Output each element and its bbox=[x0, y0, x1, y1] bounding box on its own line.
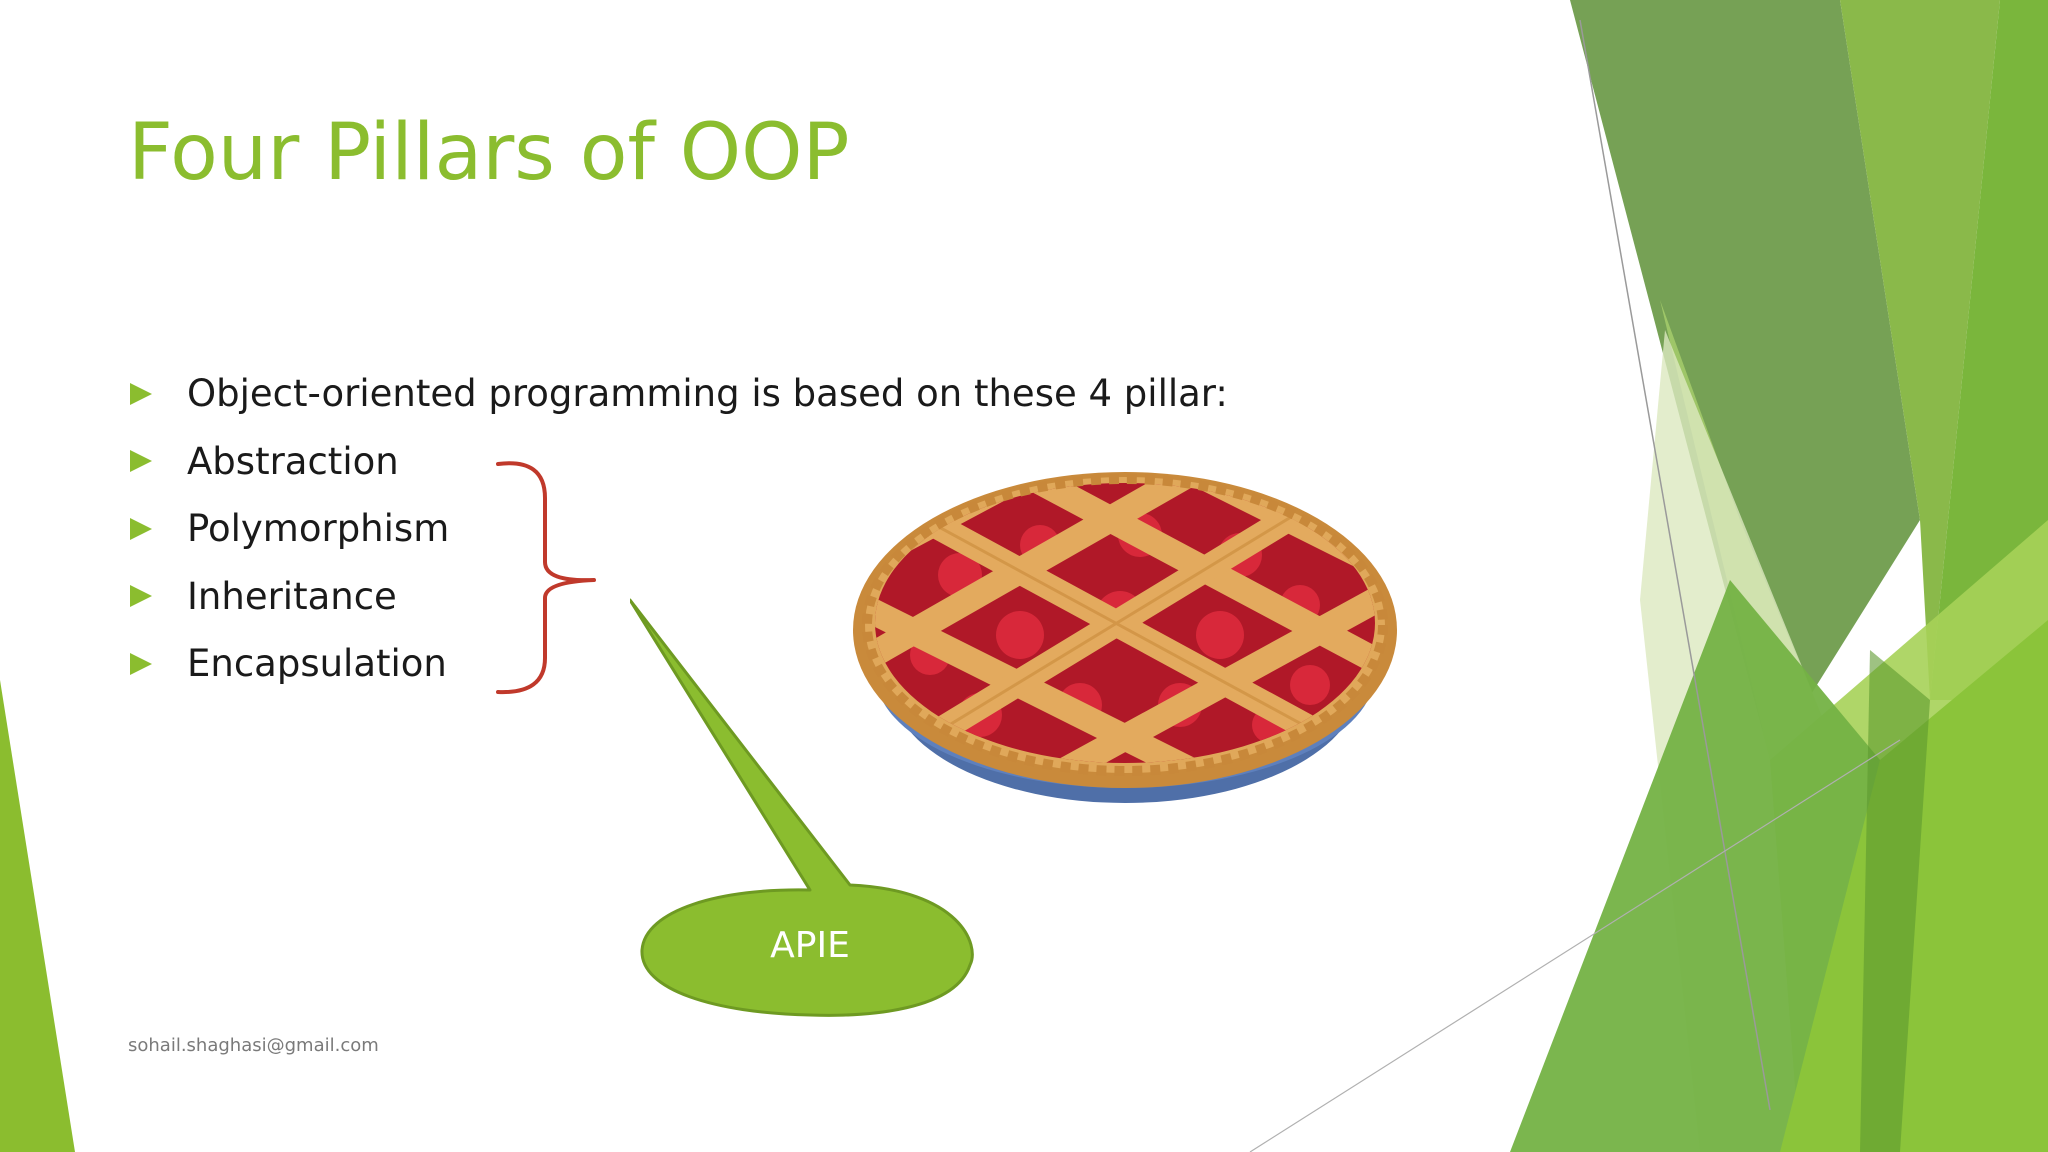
right-curly-brace-icon bbox=[496, 461, 596, 695]
footer-email: sohail.shaghasi@gmail.com bbox=[128, 1035, 379, 1056]
bullet-list: Object-oriented programming is based on … bbox=[130, 360, 1228, 698]
bullet-text: Abstraction bbox=[187, 439, 399, 483]
bullet-item-abstraction: Abstraction bbox=[130, 428, 1228, 496]
bullet-text: Encapsulation bbox=[187, 642, 447, 686]
triangle-bullet-icon bbox=[130, 450, 152, 473]
bullet-text: Polymorphism bbox=[187, 507, 450, 551]
triangle-bullet-icon bbox=[130, 652, 152, 675]
triangle-bullet-icon bbox=[130, 382, 152, 405]
callout-label: APIE bbox=[770, 925, 850, 966]
speech-bubble-callout bbox=[630, 598, 974, 1017]
triangle-bullet-icon bbox=[130, 517, 152, 540]
bullet-item-encapsulation: Encapsulation bbox=[130, 630, 1228, 698]
bullet-item-inheritance: Inheritance bbox=[130, 563, 1228, 631]
bullet-item-intro: Object-oriented programming is based on … bbox=[130, 360, 1228, 428]
bullet-text: Inheritance bbox=[187, 574, 397, 618]
cherry-pie-image bbox=[853, 472, 1397, 803]
triangle-bullet-icon bbox=[130, 585, 152, 608]
slide-title: Four Pillars of OOP bbox=[128, 108, 850, 198]
bullet-text: Object-oriented programming is based on … bbox=[187, 372, 1228, 416]
bullet-item-polymorphism: Polymorphism bbox=[130, 495, 1228, 563]
